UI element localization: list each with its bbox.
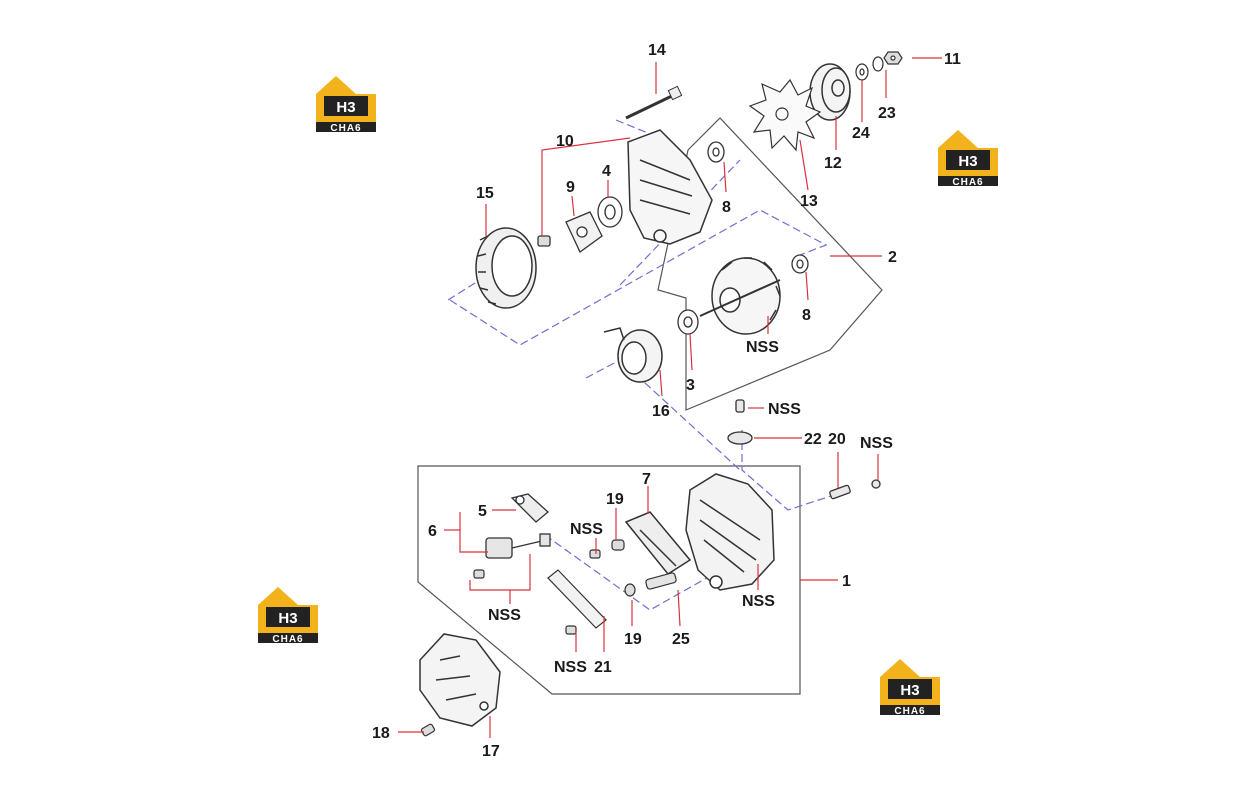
callout-7: 7 xyxy=(642,471,651,488)
bearing-part-8-top xyxy=(707,141,725,163)
screw-nss-parts xyxy=(473,549,601,635)
logo-caption: CHA6 xyxy=(894,706,925,717)
watermark-logo-4: H3 CHA6 xyxy=(880,659,940,717)
callout-labels: 14 11 23 24 12 13 10 9 4 8 15 2 8 NSS 3 … xyxy=(372,42,961,760)
callout-18: 18 xyxy=(372,725,390,742)
bushing-part-19-top xyxy=(611,539,625,551)
callout-nss-terminal: NSS xyxy=(768,401,801,418)
callout-5: 5 xyxy=(478,503,487,520)
retainer-part-9 xyxy=(565,211,603,253)
callout-12: 12 xyxy=(824,155,842,172)
watermark-logo-1: H3 CHA6 xyxy=(316,76,376,134)
callout-21: 21 xyxy=(594,659,612,676)
callout-9: 9 xyxy=(566,179,575,196)
callout-11: 11 xyxy=(944,51,961,68)
bearing-part-4 xyxy=(597,196,623,228)
connector-part-20 xyxy=(829,479,881,500)
callout-16: 16 xyxy=(652,403,670,420)
brush-holder-part-5 xyxy=(510,493,549,523)
callout-22: 22 xyxy=(804,431,822,448)
rectifier-part-7 xyxy=(624,511,692,575)
screw-part-10 xyxy=(537,235,551,247)
watermark-logo-2: H3 CHA6 xyxy=(938,130,998,188)
capacitor-part-25 xyxy=(645,572,677,590)
logo-mark: H3 xyxy=(278,610,297,627)
callout-19-top: 19 xyxy=(606,491,624,508)
washer-part-23 xyxy=(872,56,884,72)
callout-nss-housing: NSS xyxy=(742,593,775,610)
front-housing-part xyxy=(627,129,713,245)
rotor-part xyxy=(699,257,781,335)
callout-6: 6 xyxy=(428,523,437,540)
insulator-part-21 xyxy=(547,569,607,629)
washer-part-24 xyxy=(855,63,869,81)
callout-4: 4 xyxy=(602,163,611,180)
fan-part-13 xyxy=(748,78,822,152)
callout-23: 23 xyxy=(878,105,896,122)
bushing-part-19-bottom xyxy=(624,583,636,597)
bolt-part-14 xyxy=(625,85,683,120)
callout-nss-connector: NSS xyxy=(860,435,893,452)
callout-8-top: 8 xyxy=(722,199,731,216)
leader-lines xyxy=(398,57,942,738)
logo-caption: CHA6 xyxy=(952,177,983,188)
callout-2: 2 xyxy=(888,249,897,266)
bearing-part-3 xyxy=(677,309,699,335)
callout-8-rotor: 8 xyxy=(802,307,811,324)
logo-caption: CHA6 xyxy=(330,123,361,134)
rear-housing-part xyxy=(685,473,775,591)
callout-nss-rectifier: NSS xyxy=(570,521,603,538)
terminal-part-22 xyxy=(727,399,753,445)
callout-nss-regulator: NSS xyxy=(488,607,521,624)
callout-17: 17 xyxy=(482,743,500,760)
callout-3: 3 xyxy=(686,377,695,394)
watermark-logo-3: H3 CHA6 xyxy=(258,587,318,645)
callout-24: 24 xyxy=(852,125,870,142)
callout-14: 14 xyxy=(648,42,666,59)
callout-20: 20 xyxy=(828,431,846,448)
rear-cover-part-17 xyxy=(419,633,501,727)
regulator-part-6 xyxy=(485,533,551,559)
screw-part-18 xyxy=(420,723,436,737)
callout-nss-rotor: NSS xyxy=(746,339,779,356)
logo-caption: CHA6 xyxy=(272,634,303,645)
bearing-part-8-rotor xyxy=(791,254,809,274)
callout-13: 13 xyxy=(800,193,818,210)
callout-nss-insulator: NSS xyxy=(554,659,587,676)
callout-25: 25 xyxy=(672,631,690,648)
callout-1: 1 xyxy=(842,573,851,590)
pulley-part-12 xyxy=(809,63,851,121)
nut-part-11 xyxy=(883,51,903,65)
callout-10: 10 xyxy=(556,133,574,150)
slip-ring-part-16 xyxy=(603,327,663,383)
callout-15: 15 xyxy=(476,185,494,202)
rotor-group-box xyxy=(657,117,883,411)
logo-mark: H3 xyxy=(336,99,355,116)
stator-part-15 xyxy=(475,227,537,309)
callout-19-bottom: 19 xyxy=(624,631,642,648)
logo-mark: H3 xyxy=(958,153,977,170)
logo-mark: H3 xyxy=(900,682,919,699)
